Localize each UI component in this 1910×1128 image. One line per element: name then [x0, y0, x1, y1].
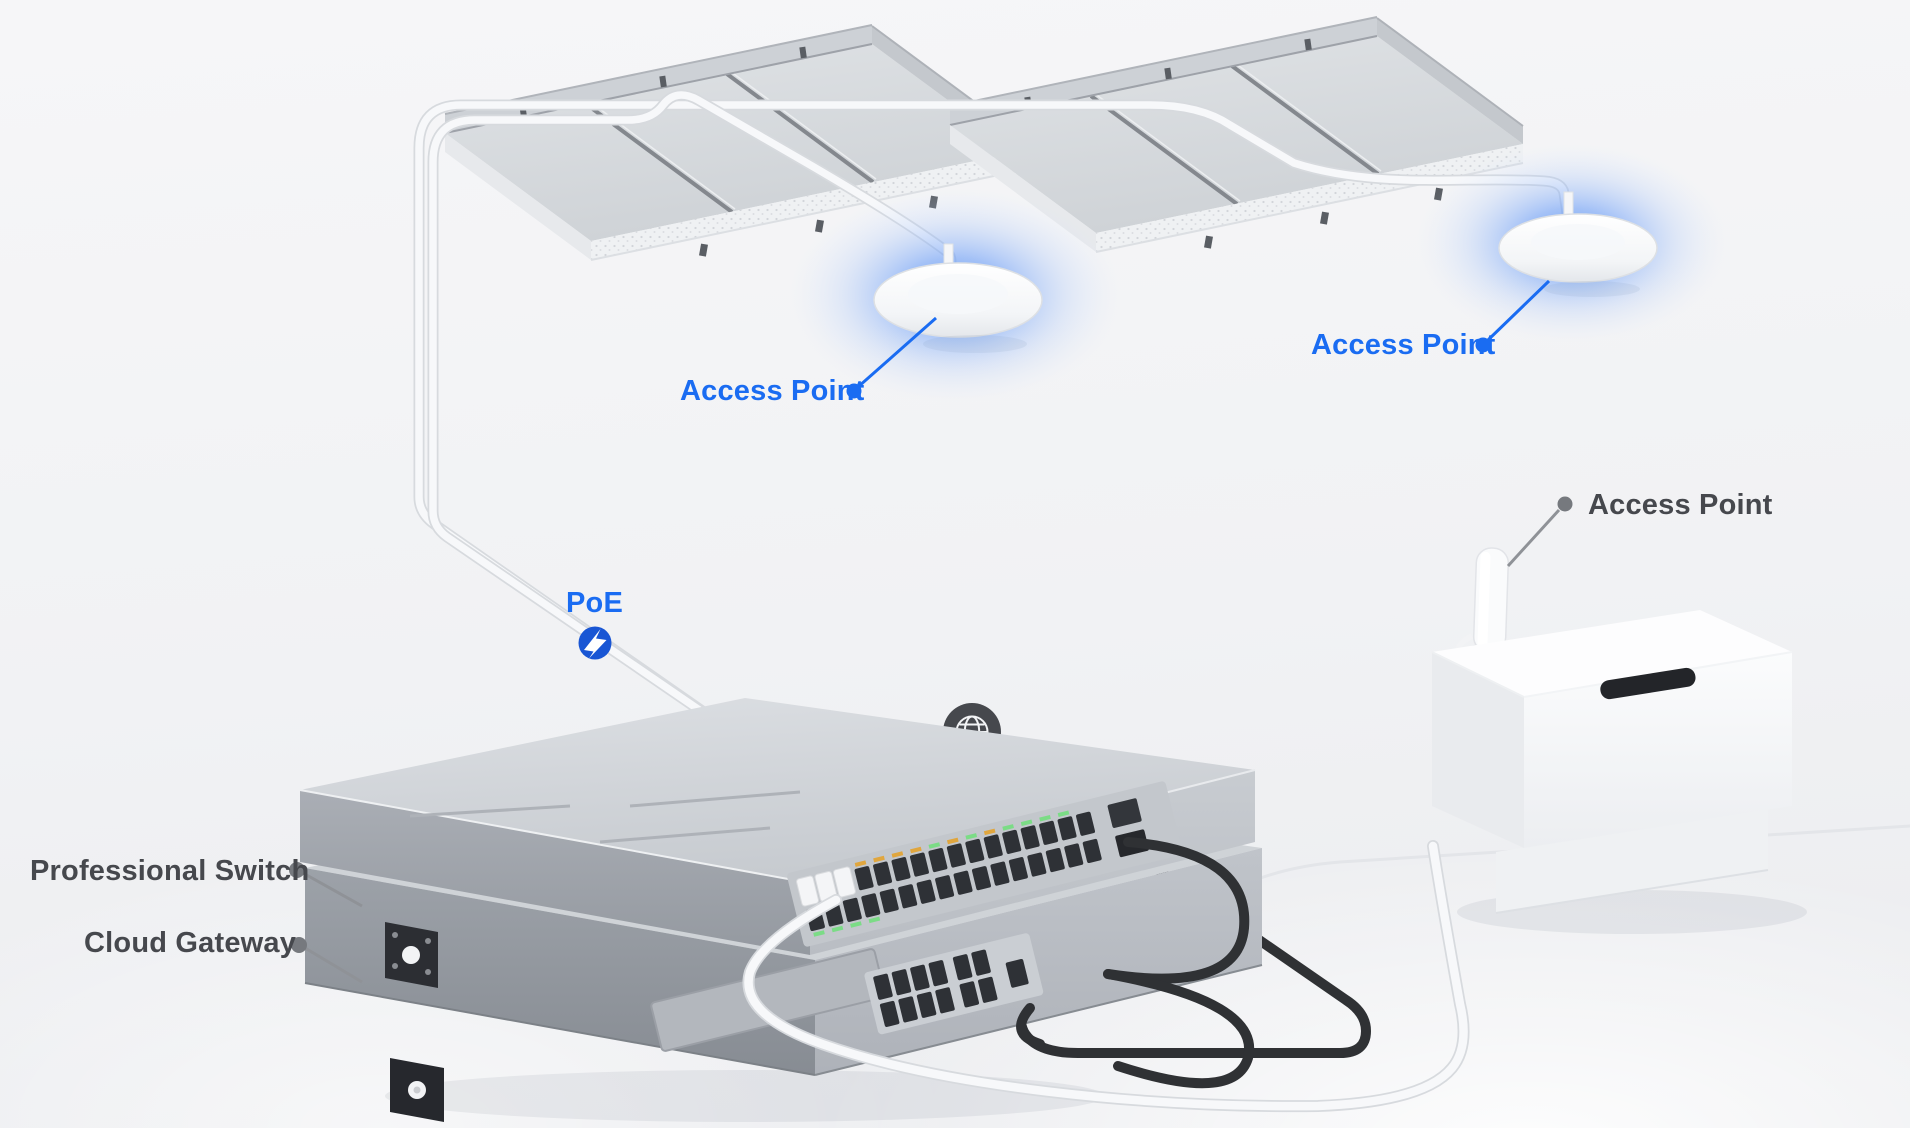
label-cloud-gateway: Cloud Gateway — [84, 927, 296, 960]
label-professional-switch-text: Professional Switch — [30, 855, 310, 887]
gateway-ports — [864, 933, 1044, 1035]
label-professional-switch: Professional Switch — [30, 855, 309, 888]
label-access-point-1: Access Point — [680, 375, 865, 408]
label-poe: PoE — [566, 587, 623, 620]
professional-switch-device — [299, 698, 1256, 988]
label-leaders — [289, 279, 1573, 984]
label-access-point-3-text: Access Point — [1588, 489, 1773, 521]
label-cloud-gateway-text: Cloud Gateway — [84, 927, 297, 959]
label-access-point-2-text: Access Point — [1311, 329, 1496, 361]
gateway-display — [390, 1058, 444, 1122]
label-access-point-2: Access Point — [1311, 329, 1496, 362]
label-access-point-1-text: Access Point — [680, 375, 865, 407]
box-handle-slot — [1600, 667, 1696, 700]
port-leds — [813, 810, 1070, 937]
ceiling-access-point-1 — [790, 187, 1120, 403]
ceiling-access-point-2 — [1417, 143, 1727, 343]
poe-lightning-icon — [578, 626, 612, 660]
label-poe-text: PoE — [566, 587, 623, 619]
patch-cable-loops — [1016, 837, 1255, 1089]
label-access-point-3: Access Point — [1588, 489, 1773, 522]
switch-display — [385, 922, 438, 988]
white-cable-plugs — [796, 866, 856, 907]
switch-ports — [787, 781, 1183, 947]
poe-cable-to-outdoor-ap — [742, 840, 1470, 1113]
stack-shadow — [385, 1070, 1105, 1122]
outdoor-ap-unit — [1431, 547, 1793, 914]
